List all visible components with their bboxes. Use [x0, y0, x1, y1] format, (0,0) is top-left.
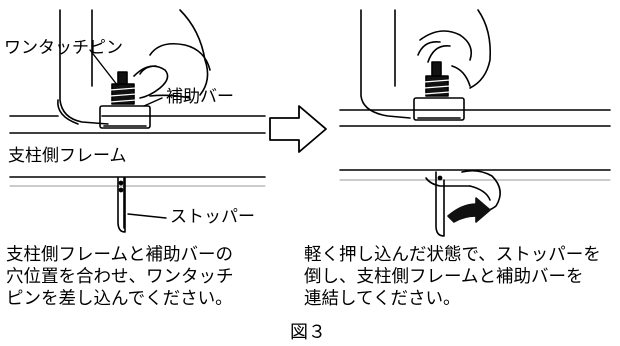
one-touch-pin-label: ワンタッチピン — [4, 38, 123, 58]
left-caption: 支柱側フレームと補助バーの 穴位置を合わせ、ワンタッチ ピンを差し込んでください… — [6, 245, 234, 309]
right-caption: 軽く押し込んだ状態で、ストッパーを 倒し、支柱側フレームと補助バーを 連結してく… — [304, 245, 601, 309]
left-pillar — [59, 9, 109, 125]
left-panel-drawing — [9, 9, 266, 233]
right-pillar — [360, 9, 411, 119]
aux-bar-block — [99, 105, 151, 129]
aux-bar-leader-line — [143, 97, 163, 107]
left-stopper — [117, 177, 126, 233]
pillar-frame-label: 支柱側フレーム — [8, 146, 127, 166]
pin-leader-line — [89, 49, 119, 87]
aux-bar-label: 補助バー — [166, 87, 234, 107]
left-hand-illustration — [133, 9, 211, 99]
rotate-arrow-icon — [447, 197, 491, 223]
right-pin-icon — [423, 61, 451, 97]
one-touch-pin-icon — [109, 71, 137, 105]
step-arrow-icon — [269, 105, 327, 153]
right-hand-illustration — [417, 9, 492, 89]
right-panel-drawing — [339, 9, 611, 237]
stopper-label: ストッパー — [170, 207, 255, 227]
figure-label: 図３ — [290, 322, 326, 343]
stopper-leader-line — [127, 213, 167, 219]
